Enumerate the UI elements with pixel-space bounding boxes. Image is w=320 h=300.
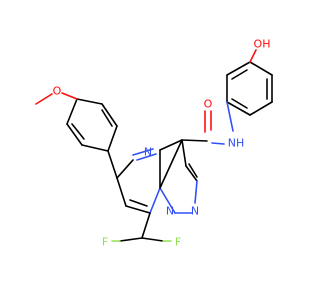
difluoromethyl-group bbox=[111, 212, 172, 242]
molecule-structure: OH O NH O N N N F F bbox=[35, 38, 273, 249]
amide-nh-label: NH bbox=[228, 137, 245, 150]
fluorine-right-label: F bbox=[175, 236, 181, 249]
pyrimidine-nitrogen-label: N bbox=[144, 146, 152, 159]
hydroxyphenyl-ring bbox=[226, 49, 273, 116]
carbonyl-oxygen-label: O bbox=[204, 98, 213, 111]
pyrimidine-ring bbox=[116, 139, 183, 214]
hydroxyl-label: OH bbox=[254, 38, 271, 51]
pyrazole-ring bbox=[159, 139, 198, 214]
methoxy-oxygen-label: O bbox=[53, 85, 62, 98]
methoxyphenyl-ring bbox=[35, 92, 118, 179]
fluorine-left-label: F bbox=[102, 236, 108, 249]
bridgehead-nitrogen-label: N bbox=[166, 205, 174, 218]
pyrazole-nitrogen-label: N bbox=[191, 205, 199, 218]
amide-bonds bbox=[181, 101, 234, 145]
